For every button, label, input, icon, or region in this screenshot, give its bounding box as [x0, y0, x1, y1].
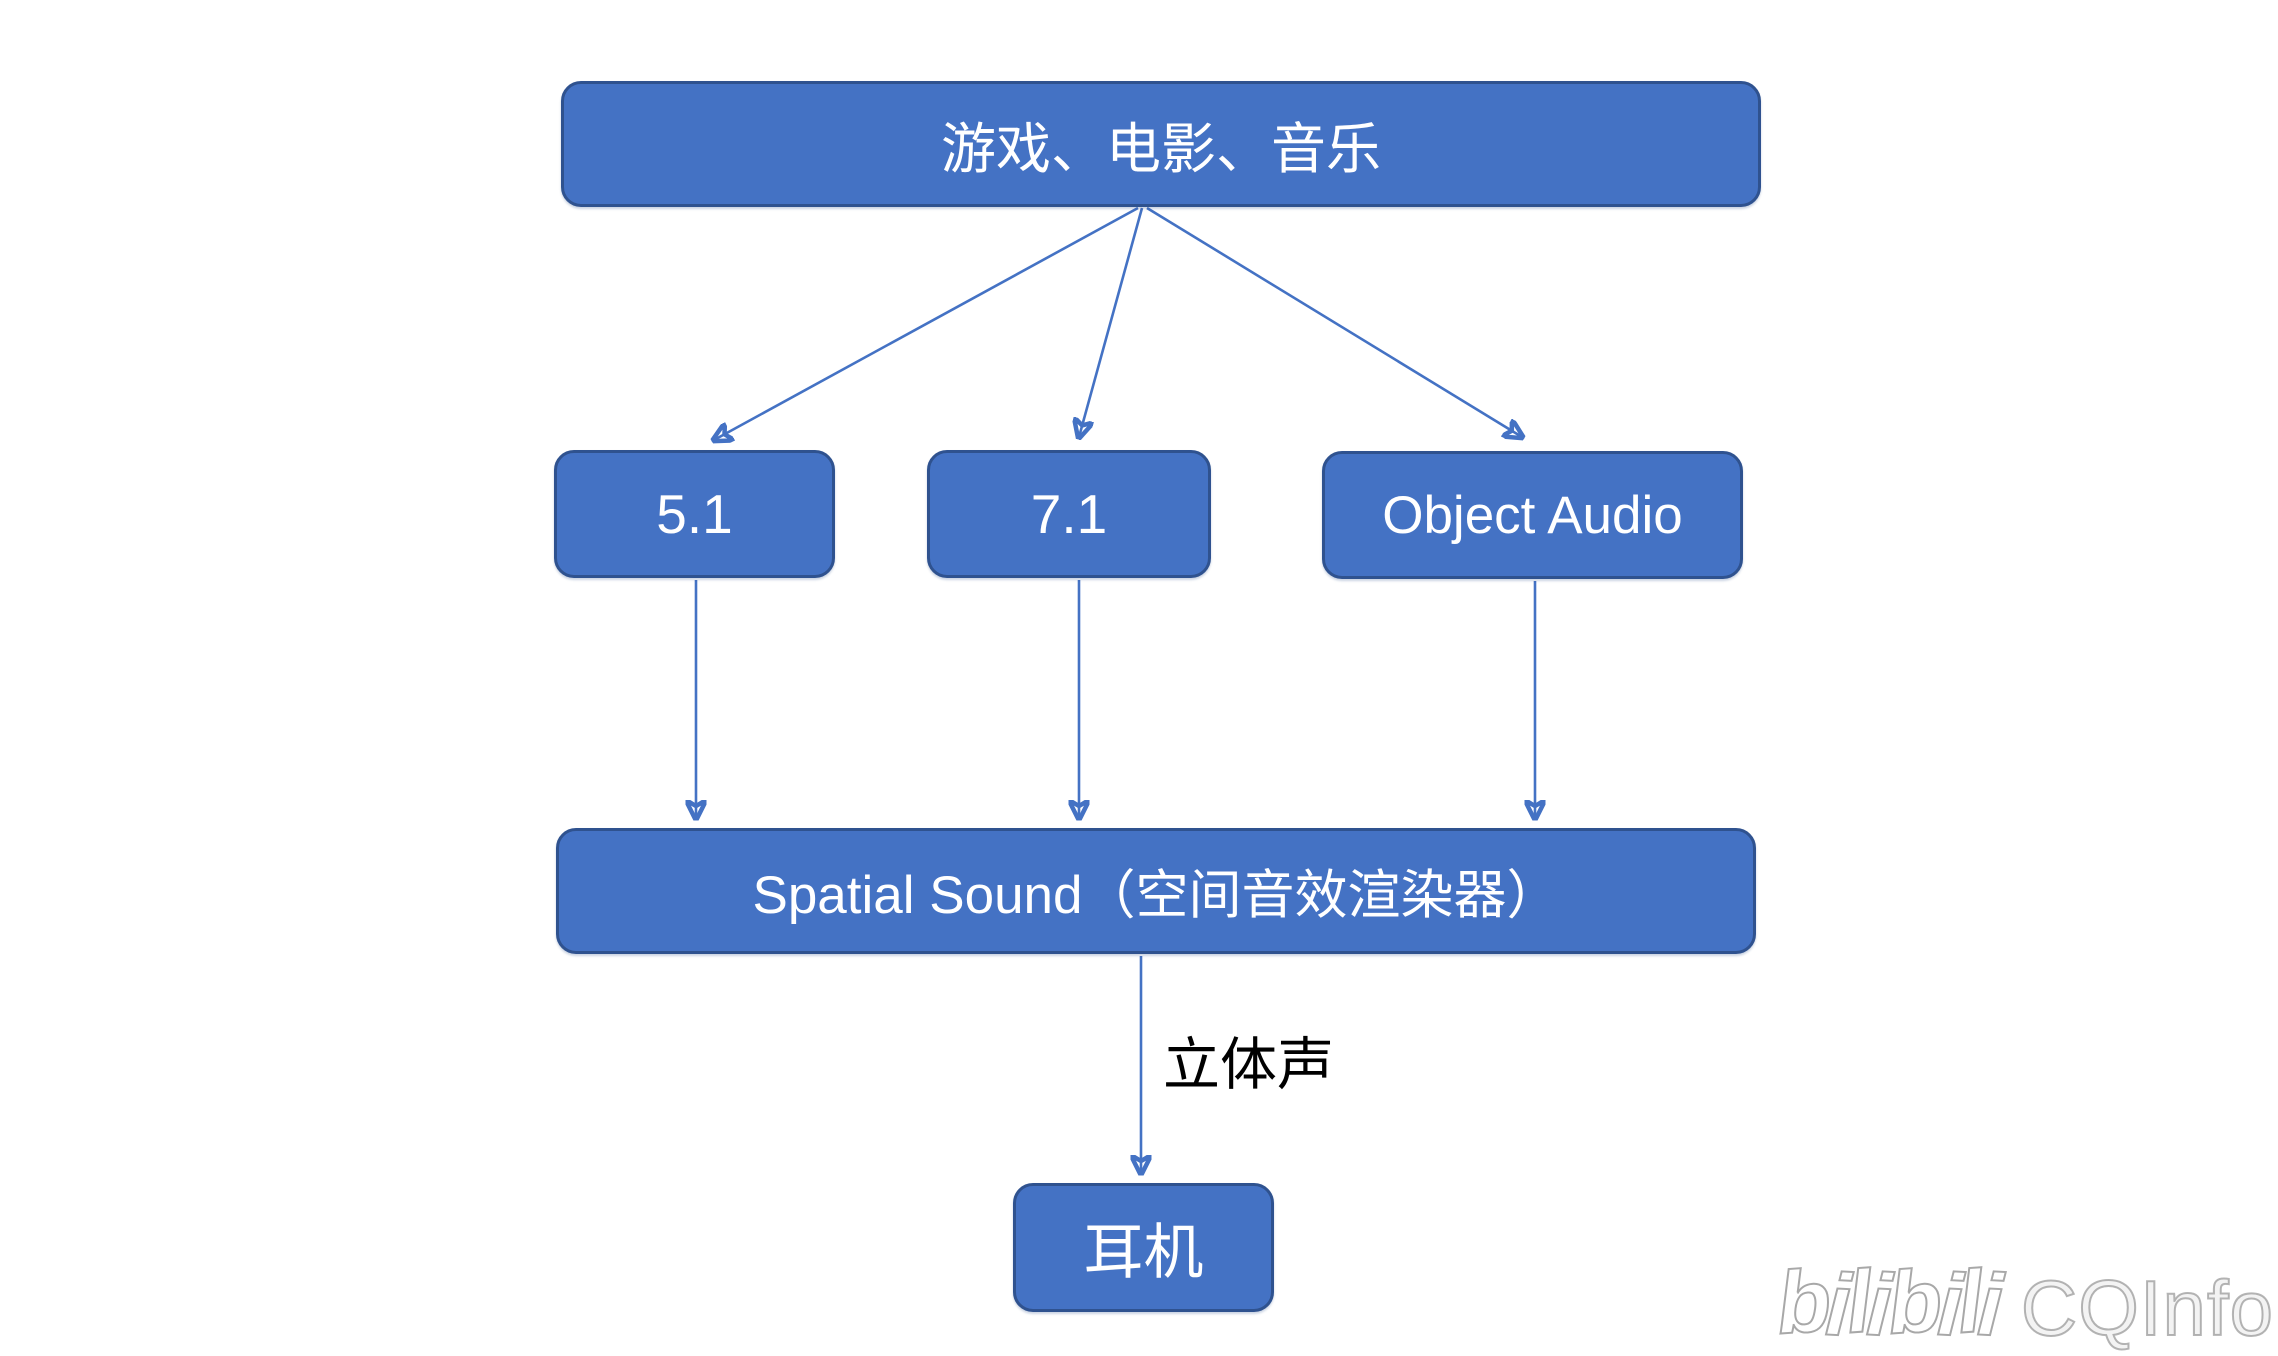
node-format-51: 5.1 — [554, 450, 835, 578]
node-format-object-audio: Object Audio — [1322, 451, 1743, 579]
watermark-suffix: CQInfo — [2020, 1263, 2274, 1353]
node-spatial-sound-renderer-label: Spatial Sound（空间音效渲染器） — [752, 866, 1560, 925]
node-sources: 游戏、电影、音乐 — [561, 81, 1761, 207]
node-headphones: 耳机 — [1013, 1183, 1274, 1312]
node-format-71-label: 7.1 — [1030, 483, 1108, 545]
node-headphones-label: 耳机 — [1083, 1219, 1204, 1286]
node-spatial-sound-renderer: Spatial Sound（空间音效渲染器） — [556, 828, 1756, 954]
arrow-source-to-51 — [714, 206, 1139, 440]
node-format-51-label: 5.1 — [656, 483, 733, 545]
node-format-object-audio-label: Object Audio — [1382, 485, 1683, 545]
node-format-71: 7.1 — [927, 450, 1211, 578]
arrow-source-to-object — [1146, 206, 1522, 437]
edge-label-stereo: 立体声 — [1163, 1033, 1334, 1097]
arrow-source-to-71 — [1079, 207, 1144, 437]
node-sources-label: 游戏、电影、音乐 — [940, 118, 1381, 180]
watermark: bilibili CQInfo — [1772, 1249, 2274, 1356]
bilibili-logo: bilibili — [1772, 1249, 2002, 1355]
